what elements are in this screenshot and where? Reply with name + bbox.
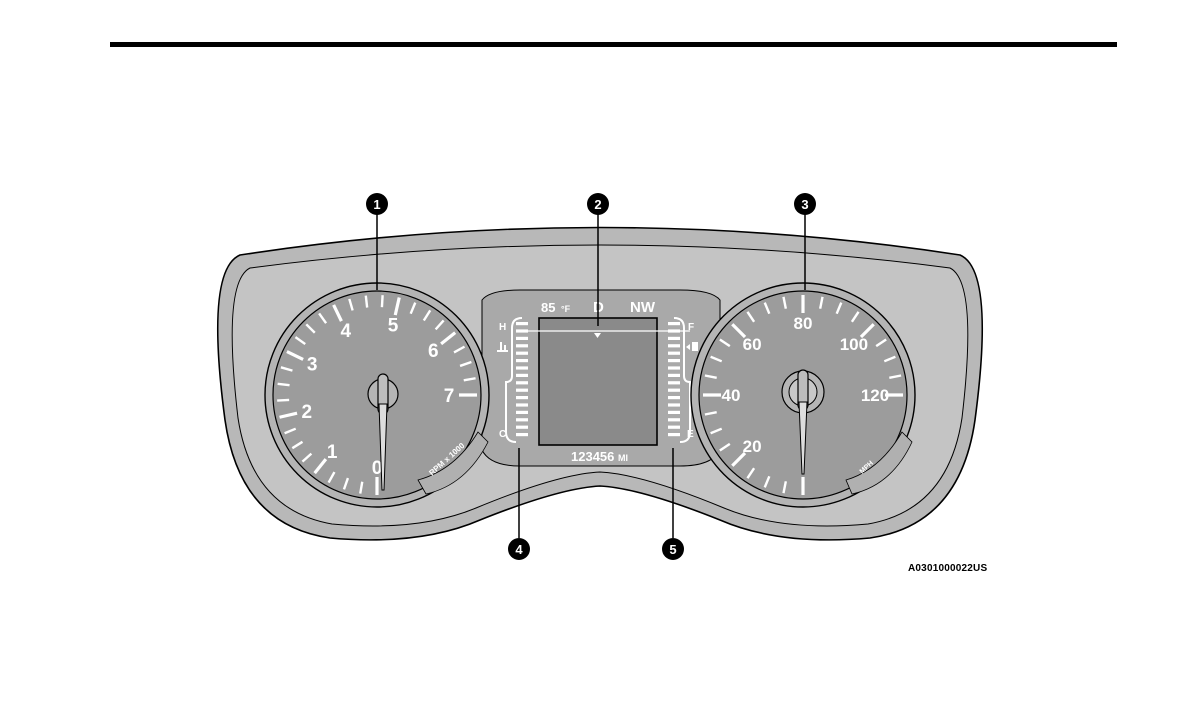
temp-high-label: H (499, 322, 506, 333)
fuel-bar-segment (668, 418, 680, 421)
temp-bar-segment (516, 411, 528, 414)
fuel-bar-segment (668, 366, 680, 369)
temp-bar-segment (516, 389, 528, 392)
callout-1: 1 (366, 193, 388, 215)
fuel-bar-segment (668, 352, 680, 355)
speedo-number-120: 120 (861, 386, 889, 405)
odometer-unit: MI (618, 453, 628, 463)
callout-3: 3 (794, 193, 816, 215)
tach-number-4: 4 (340, 321, 351, 342)
tach-number-1: 1 (327, 442, 338, 463)
temp-bar-segment (516, 381, 528, 384)
figure-id: A0301000022US (908, 563, 987, 574)
temp-bar-segment (516, 322, 528, 325)
outside-temp: 85 (541, 300, 555, 315)
temp-bar-segment (516, 329, 528, 332)
tach-tick (366, 296, 367, 308)
odometer-value: 123456 (571, 449, 614, 464)
fuel-bar-segment (668, 389, 680, 392)
speedo-number-80: 80 (794, 314, 813, 333)
tach-tick (382, 295, 383, 307)
callout-4: 4 (508, 538, 530, 560)
callout-5: 5 (662, 538, 684, 560)
compass-heading: NW (630, 299, 656, 316)
speedo-number-60: 60 (743, 335, 762, 354)
tachometer: RPM x 1000 01234567 (265, 283, 489, 507)
tach-number-5: 5 (388, 316, 399, 337)
fuel-bar-segment (668, 359, 680, 362)
tach-tick (277, 400, 289, 401)
tach-number-3: 3 (307, 355, 318, 376)
callout-2: 2 (587, 193, 609, 215)
fuel-bar-segment (668, 396, 680, 399)
fuel-bar-segment (668, 381, 680, 384)
temp-bar-segment (516, 433, 528, 436)
speedo-number-100: 100 (840, 335, 868, 354)
speedo-number-20: 20 (743, 437, 762, 456)
fuel-bar-segment (668, 344, 680, 347)
temp-unit: °F (561, 304, 571, 314)
temp-bar-segment (516, 337, 528, 340)
speedo-number-40: 40 (722, 386, 741, 405)
temp-bar-segment (516, 403, 528, 406)
fuel-bar-segment (668, 433, 680, 436)
temp-bar-segment (516, 344, 528, 347)
temp-bar-segment (516, 374, 528, 377)
temp-bar-segment (516, 366, 528, 369)
temp-bar-segment (516, 426, 528, 429)
fuel-bar-segment (668, 329, 680, 332)
tach-number-6: 6 (428, 341, 439, 362)
fuel-full-label: F (688, 322, 694, 333)
temp-bar-segment (516, 418, 528, 421)
tach-tick (278, 384, 290, 385)
temp-bar-segment (516, 359, 528, 362)
tach-number-2: 2 (302, 402, 313, 423)
tach-number-7: 7 (444, 386, 455, 407)
temp-bar-segment (516, 396, 528, 399)
fuel-bar-segment (668, 322, 680, 325)
fuel-bar-segment (668, 374, 680, 377)
fuel-bar-segment (668, 426, 680, 429)
fuel-bar-segment (668, 411, 680, 414)
fuel-bar-segment (668, 337, 680, 340)
fuel-bar-segment (668, 403, 680, 406)
temp-bar-segment (516, 352, 528, 355)
